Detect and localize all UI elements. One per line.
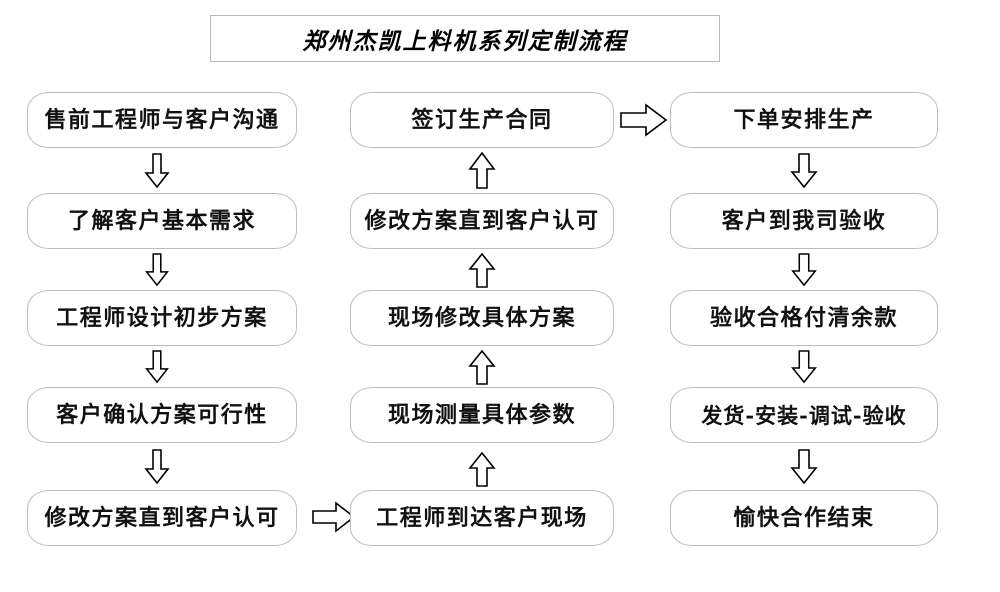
arrow-down-icon (144, 350, 170, 384)
node-label: 工程师设计初步方案 (56, 305, 268, 331)
arrow-down-icon (144, 153, 170, 189)
node-presales-communication[interactable]: 售前工程师与客户沟通 (27, 92, 297, 148)
node-label: 发货-安装-调试-验收 (701, 402, 907, 428)
arrow-right-icon (620, 103, 668, 137)
page-title: 郑州杰凯上料机系列定制流程 (302, 27, 628, 55)
title-box (210, 15, 720, 62)
node-revise-until-approved-middle[interactable]: 修改方案直到客户认可 (350, 193, 614, 249)
arrow-down-icon (790, 153, 818, 189)
node-label: 现场测量具体参数 (387, 402, 576, 428)
arrow-right-icon (312, 500, 356, 534)
node-engineer-arrives-onsite[interactable]: 工程师到达客户现场 (350, 490, 614, 546)
node-customer-inspection[interactable]: 客户到我司验收 (670, 193, 938, 249)
arrow-up-icon (468, 350, 496, 386)
node-pay-balance[interactable]: 验收合格付清余款 (670, 290, 938, 346)
node-label: 客户到我司验收 (721, 208, 887, 234)
arrow-down-icon (790, 449, 818, 485)
node-revise-until-approved-left[interactable]: 修改方案直到客户认可 (27, 490, 297, 546)
arrow-down-icon (790, 350, 818, 384)
node-label: 工程师到达客户现场 (376, 505, 588, 531)
arrow-up-icon (468, 452, 496, 488)
node-customer-confirm-feasibility[interactable]: 客户确认方案可行性 (27, 387, 297, 443)
node-sign-production-contract[interactable]: 签订生产合同 (350, 92, 614, 148)
node-label: 现场修改具体方案 (387, 305, 576, 331)
node-place-order-production[interactable]: 下单安排生产 (670, 92, 938, 148)
node-label: 验收合格付清余款 (709, 305, 898, 331)
node-understand-needs[interactable]: 了解客户基本需求 (27, 193, 297, 249)
arrow-down-icon (144, 253, 170, 287)
node-label: 售前工程师与客户沟通 (44, 107, 280, 133)
arrow-down-icon (144, 449, 170, 485)
node-engineer-initial-plan[interactable]: 工程师设计初步方案 (27, 290, 297, 346)
node-label: 客户确认方案可行性 (56, 402, 268, 428)
node-label: 修改方案直到客户认可 (364, 208, 600, 234)
node-label: 签订生产合同 (411, 107, 553, 133)
node-label: 修改方案直到客户认可 (44, 505, 280, 531)
arrow-up-icon (468, 253, 496, 289)
node-label: 下单安排生产 (733, 107, 875, 133)
arrow-down-icon (790, 253, 818, 287)
node-onsite-measure-parameters[interactable]: 现场测量具体参数 (350, 387, 614, 443)
node-label: 了解客户基本需求 (67, 208, 256, 234)
node-label: 愉快合作结束 (733, 505, 875, 531)
node-ship-install-debug-accept[interactable]: 发货-安装-调试-验收 (670, 387, 938, 443)
node-happy-cooperation-end[interactable]: 愉快合作结束 (670, 490, 938, 546)
node-onsite-revise-plan[interactable]: 现场修改具体方案 (350, 290, 614, 346)
arrow-up-icon (468, 152, 496, 190)
